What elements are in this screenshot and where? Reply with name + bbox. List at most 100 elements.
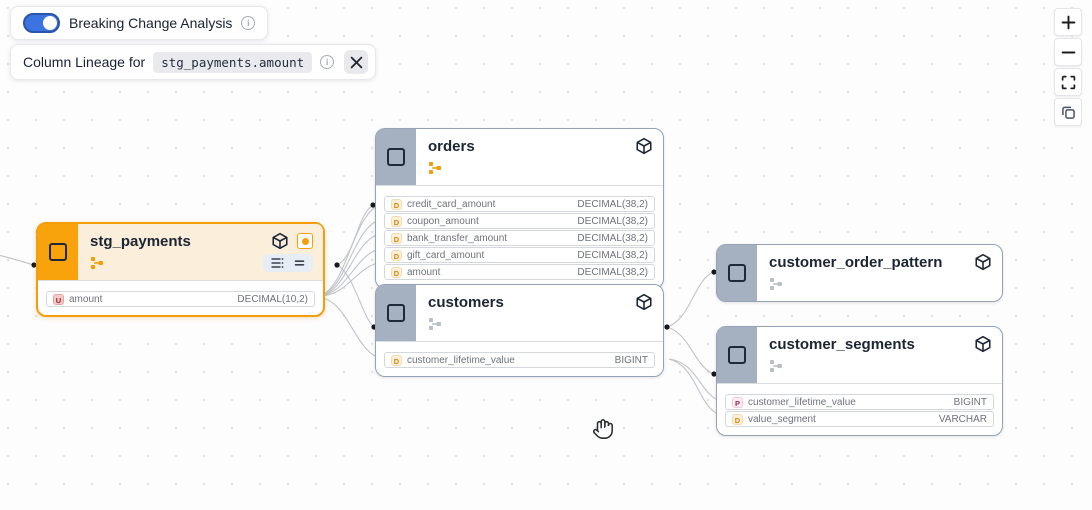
info-icon[interactable]: i [241,16,256,30]
model-cube-icon [974,335,992,353]
column-datatype: BIGINT [614,354,648,366]
node-header[interactable]: customer_order_pattern [717,245,1002,301]
column-datatype: DECIMAL(38,2) [577,198,648,210]
column-name: customer_lifetime_value [748,396,856,408]
column-datatype: DECIMAL(38,2) [577,215,648,227]
minus-icon [1061,51,1075,53]
edge [318,232,383,297]
close-lineage-button[interactable] [344,50,369,74]
column-name: coupon_amount [407,215,479,227]
column-type-badge: U [53,293,64,305]
selected-column-indicator[interactable] [297,233,313,249]
node-color-strip [717,327,757,383]
column-name: amount [69,293,103,305]
view-controls [1054,8,1082,126]
model-cube-icon [635,293,653,311]
node-header[interactable]: customers [376,285,663,341]
model-cube-icon [974,253,992,271]
zoom-in-button[interactable] [1054,8,1082,36]
node-header-main: customer_segments [757,327,1002,383]
lineage-tree-icon [428,161,442,175]
lineage-tree-icon [769,359,783,373]
zoom-out-button[interactable] [1054,38,1082,66]
breaking-change-toggle[interactable] [23,13,60,33]
column-type-badge: D [391,198,402,210]
edge [336,205,373,266]
edge [668,358,721,416]
node-header[interactable]: customer_segments [717,327,1002,383]
node-header[interactable]: orders [376,129,663,185]
plus-icon [1061,15,1075,29]
column-type-badge: P [732,396,743,408]
edge [0,254,34,266]
node-header-main: stg_payments [78,224,323,280]
column-type-badge: D [391,354,402,366]
column-type-badge: D [391,249,402,261]
column-datatype: DECIMAL(38,2) [577,232,648,244]
copy-icon [1061,106,1075,119]
node-checkbox[interactable] [728,264,746,282]
column-name: amount [407,266,441,278]
edge [318,261,383,297]
column-name: gift_card_amount [407,249,485,261]
model-cube-icon [271,232,289,250]
toggle-knob [43,16,57,30]
edge [668,358,721,402]
edge [666,326,714,375]
grab-cursor-icon [592,418,614,445]
edge [318,247,383,297]
edge [318,218,383,297]
node-customer-order-pattern[interactable]: customer_order_pattern [716,244,1003,302]
column-name: bank_transfer_amount [407,232,508,244]
column-list-button[interactable] [271,257,284,269]
handle-dot [334,262,340,268]
column-display-buttons [263,254,313,272]
node-checkbox[interactable] [728,346,746,364]
column-lineage-label: Column Lineage for [23,54,146,70]
node-color-strip [376,129,416,185]
lineage-tree-icon [428,317,442,331]
node-header[interactable]: stg_payments [38,224,323,280]
equals-filter-button[interactable] [294,257,305,269]
node-checkbox[interactable] [387,148,405,166]
node-checkbox[interactable] [387,304,405,322]
breaking-change-panel: Breaking Change Analysis i [10,6,269,40]
node-title: customer_order_pattern [769,253,943,271]
column-name: customer_lifetime_value [407,354,515,366]
node-title: orders [428,137,475,155]
node-title: stg_payments [90,232,191,250]
column-datatype: DECIMAL(38,2) [577,249,648,261]
node-checkbox[interactable] [49,243,67,261]
fit-view-button[interactable] [1054,68,1082,96]
node-color-strip [38,224,78,280]
column-datatype: BIGINT [953,396,987,408]
handle-dot [664,324,670,330]
column-type-badge: D [391,215,402,227]
copy-button[interactable] [1054,98,1082,126]
node-title: customers [428,293,504,311]
lineage-tree-icon [769,277,783,291]
edge [666,271,714,328]
column-type-badge: D [732,413,743,425]
node-header-main: customers [416,285,663,341]
edge [318,203,383,297]
info-icon[interactable]: i [320,55,335,69]
